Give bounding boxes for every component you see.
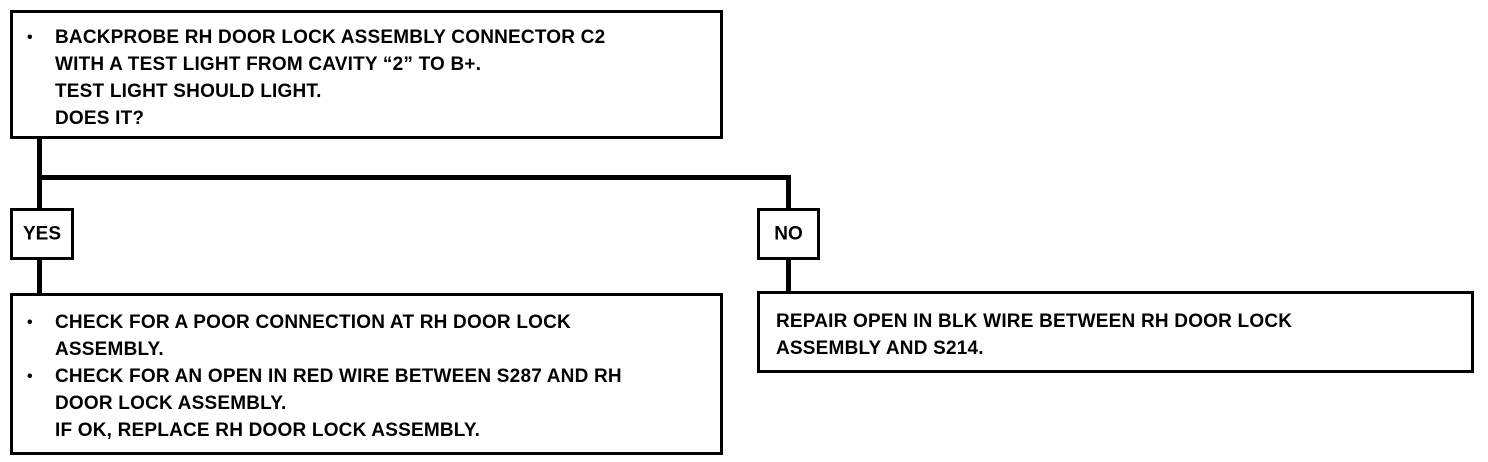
yes-result-box: • CHECK FOR A POOR CONNECTION AT RH DOOR… [10,293,723,455]
yes-item-2-line-3: IF OK, REPLACE RH DOOR LOCK ASSEMBLY. [55,420,481,441]
test-step-line-3: TEST LIGHT SHOULD LIGHT. [55,81,322,102]
bullet-marker: • [27,29,33,46]
yes-item-2-line-2: DOOR LOCK ASSEMBLY. [55,393,287,414]
bullet-marker: • [27,368,33,385]
test-step-box: • BACKPROBE RH DOOR LOCK ASSEMBLY CONNEC… [10,10,723,139]
yes-branch-label-box: YES [10,208,74,260]
yes-item-1-line-2: ASSEMBLY. [55,339,164,360]
yes-item-1-line-1: CHECK FOR A POOR CONNECTION AT RH DOOR L… [55,312,571,333]
connector-no-to-box [786,258,791,293]
bullet-marker: • [27,314,33,331]
yes-result-item-1: • CHECK FOR A POOR CONNECTION AT RH DOOR… [13,309,720,363]
yes-item-2-line-1: CHECK FOR AN OPEN IN RED WIRE BETWEEN S2… [55,366,622,387]
connector-horizontal-branch [37,175,791,180]
no-result-box: REPAIR OPEN IN BLK WIRE BETWEEN RH DOOR … [757,291,1474,373]
connector-no-down [786,175,791,210]
test-step-question: DOES IT? [55,108,145,129]
connector-test-down [37,137,42,210]
no-branch-label-box: NO [757,208,820,260]
test-step-bullet-item: • BACKPROBE RH DOOR LOCK ASSEMBLY CONNEC… [13,24,720,132]
test-step-line-1: BACKPROBE RH DOOR LOCK ASSEMBLY CONNECTO… [55,27,606,48]
yes-result-item-2: • CHECK FOR AN OPEN IN RED WIRE BETWEEN … [13,363,720,444]
test-step-line-2: WITH A TEST LIGHT FROM CAVITY “2” TO B+. [55,54,482,75]
no-branch-label: NO [774,223,803,245]
no-result-line-1: REPAIR OPEN IN BLK WIRE BETWEEN RH DOOR … [776,311,1293,332]
yes-branch-label: YES [22,223,62,245]
no-result-line-2: ASSEMBLY AND S214. [776,338,984,359]
connector-yes-to-box [37,258,42,295]
